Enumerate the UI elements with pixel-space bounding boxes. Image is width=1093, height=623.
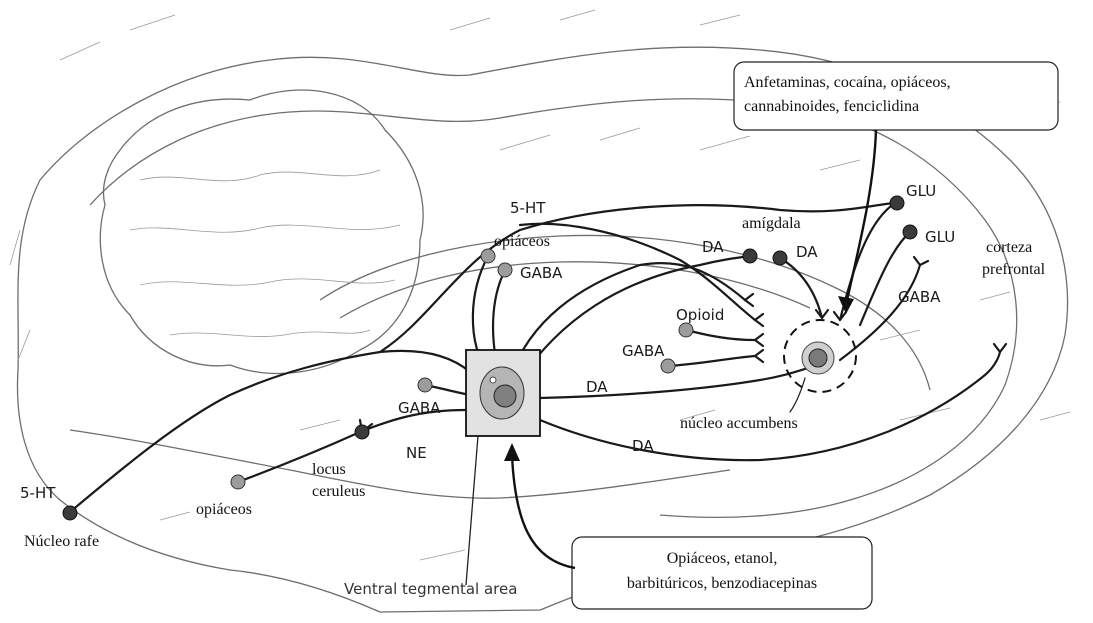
callout-bottom-arrow [512,455,575,568]
corpus-callosum-outline [320,235,930,390]
callout-top-text-1: Anfetaminas, cocaína, opiáceos, [744,74,951,91]
label-gaba-middle: GABA [622,342,665,360]
neuron-gaba-left [418,378,432,392]
label-da-amigdala: DA [796,243,818,261]
synapse-terminals [360,257,1006,432]
label-nucleo-accumbens: núcleo accumbens [680,415,798,432]
fiber-da-to-accumbens [540,368,808,398]
cerebellum-outline [100,90,423,373]
corpus-callosum-inner [340,262,810,318]
callout-top-text-2: cannabinoides, fenciclidina [744,98,919,115]
fiber-opioid [686,330,755,340]
label-opioid: Opioid [676,306,724,324]
label-da-upper: DA [702,238,724,256]
label-corteza: corteza [986,239,1032,256]
synapse-terminal [994,344,1006,352]
label-amigdala: amígdala [742,215,801,232]
label-gaba-top: GABA [520,264,563,282]
ventral-tegmental-area [466,350,540,436]
neuron-da-upper [743,249,757,263]
label-glu-top: GLU [906,182,936,200]
callout-bottom-text-2: barbitúricos, benzodiacepinas [627,575,817,592]
label-locus: locus [312,461,346,478]
label-opiaceos-left: opiáceos [196,501,252,518]
vta-leader-line [466,436,478,585]
label-glu-second: GLU [925,228,955,246]
synapse-terminal [755,334,763,346]
cerebellum-fold-2 [130,225,400,232]
fiber-glu-second [860,232,910,325]
callout-bottom-arrowhead [504,443,520,461]
fiber-5ht-from-rafe [70,351,470,512]
neuron-gaba-top [498,263,512,277]
neuron-amigdala [773,251,787,265]
label-nucleo-rafe: Núcleo rafe [24,533,99,550]
label-ne: NE [406,444,427,462]
accumbens-neuron [809,349,827,367]
fiber-da-lower [540,352,1000,460]
callout-bottom-box [572,537,872,609]
label-vta: Ventral tegmental area [344,580,517,598]
fiber-gaba-middle [668,356,755,366]
cerebellum-fold-4 [170,330,370,337]
synapse-terminal [755,314,763,326]
fiber-locus-to-vta [238,410,466,482]
callout-top-arrowhead [838,296,854,314]
synapse-terminal [914,257,928,265]
fiber-5ht-to-cortex [380,203,895,352]
neuron-nucleo-rafe [63,506,77,520]
label-5ht-top: 5-HT [510,199,546,217]
synapse-terminal [745,294,753,306]
label-gaba-right: GABA [898,288,941,306]
label-ceruleus: ceruleus [312,483,365,500]
brain-lower-contour [70,430,730,498]
label-da-middle: DA [586,378,608,396]
synapse-terminal [755,350,763,362]
neuron-locus-ceruleus [355,425,369,439]
brain-inner-outline [90,99,1017,518]
neuron-opiaceos-left [231,475,245,489]
neuron-opioid [679,323,693,337]
neuron-glu-second [903,225,917,239]
callout-top-box [734,62,1058,130]
label-5ht-left: 5-HT [20,484,56,502]
vta-neuron-dot [490,377,496,383]
callout-bottom-text-1: Opiáceos, etanol, [667,550,778,567]
label-da-lower: DA [632,437,654,455]
label-gaba-left: GABA [398,399,441,417]
cerebellum-fold-1 [140,170,380,181]
neuron-glu-top [890,196,904,210]
callout-bottom: Opiáceos, etanol, barbitúricos, benzodia… [504,443,872,609]
label-opiaceos-top: opiáceos [494,233,550,250]
label-prefrontal: prefrontal [982,261,1046,278]
vta-neuron [494,385,516,407]
brain-outer-outline [17,47,1067,612]
neuron-gaba-middle [661,359,675,373]
neuron-opiaceos-top [481,249,495,263]
